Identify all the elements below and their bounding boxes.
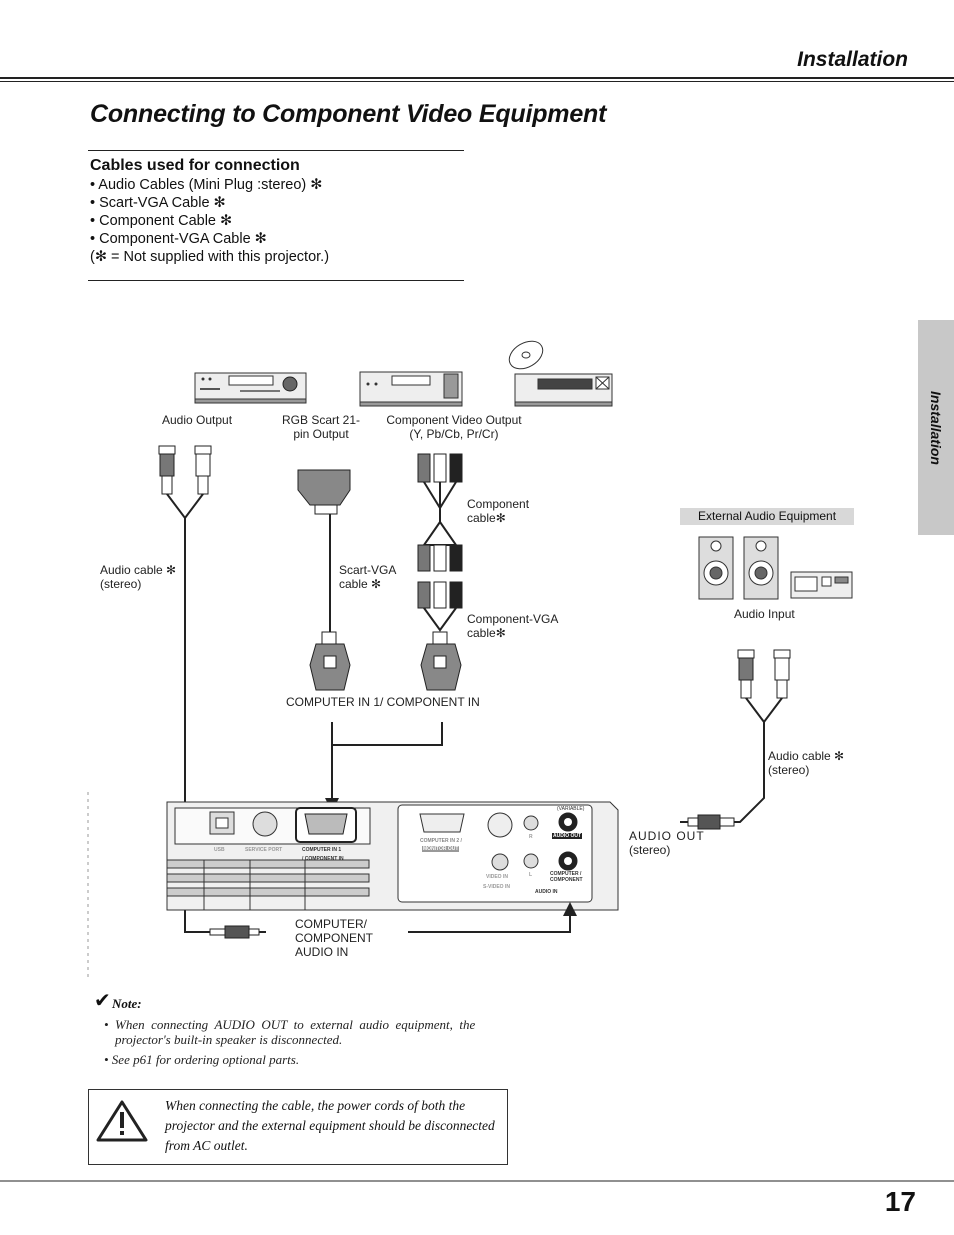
label-audio-cable-left-line1: Audio cable ✻ [100, 563, 177, 577]
label-computer-audio-in-line3: AUDIO IN [295, 945, 349, 959]
panel-computer-in2-label: COMPUTER IN 2 / [420, 838, 462, 844]
warning-triangle-icon [96, 1100, 148, 1142]
component-plugs-bottom-icon [417, 544, 463, 609]
scart-plug-icon [297, 469, 351, 515]
cable-item: • Audio Cables (Mini Plug :stereo) ✻ [90, 177, 323, 193]
label-audio-out-line2: (stereo) [629, 843, 671, 857]
label-component-vga-line2: cable✻ [467, 626, 506, 640]
section-header: Installation [797, 48, 908, 71]
panel-computer-in1-label: COMPUTER IN 1 [302, 847, 342, 853]
label-computer-in: COMPUTER IN 1/ COMPONENT IN [286, 695, 480, 709]
audio-in-arrow-icon [563, 902, 577, 916]
label-scart-vga-line1: Scart-VGA [339, 563, 397, 577]
label-computer-audio-in: COMPUTER/ COMPONENT AUDIO IN [295, 917, 373, 959]
note-bullet-2: • See p61 for ordering optional parts. [104, 1052, 300, 1067]
panel-component-in-label: / COMPONENT IN [302, 856, 344, 862]
panel-video-in-label: VIDEO IN [486, 874, 508, 880]
mini-plug-right-icon [680, 814, 735, 830]
label-rgb-scart-line1: RGB Scart 21- [281, 413, 361, 427]
panel-s-video-in-label: S-VIDEO IN [483, 884, 510, 890]
label-audio-cable-right-line2: (stereo) [768, 763, 810, 777]
component-plugs-top-icon [417, 453, 463, 483]
panel-audio-out-label: AUDIO OUT [552, 833, 583, 839]
panel-audio-in-label: AUDIO IN [535, 889, 558, 895]
panel-usb-label: USB [214, 847, 225, 853]
page-number: 17 [884, 1186, 916, 1217]
panel-l-label: L [529, 872, 533, 878]
label-component-output-line2: (Y, Pb/Cb, Pr/Cr) [409, 427, 499, 441]
label-rgb-scart: RGB Scart 21- pin Output [276, 413, 366, 441]
label-external-audio: External Audio Equipment [680, 508, 854, 525]
panel-r-label: R [529, 834, 533, 840]
panel-monitor-out-label: MONITOR OUT [422, 846, 460, 852]
component-cable-lower-line [422, 521, 458, 546]
warning-text: When connecting the cable, the power cor… [165, 1098, 495, 1153]
vga-plug-left-icon [309, 631, 351, 691]
projector-panel-icon [87, 792, 619, 980]
cable-item: • Component Cable ✻ [90, 213, 233, 229]
note-bullet-1-line2: projector's built-in speaker is disconne… [115, 1032, 343, 1047]
label-component-output: Component Video Output (Y, Pb/Cb, Pr/Cr) [378, 413, 530, 441]
dvd-player-icon [508, 340, 613, 407]
label-rgb-scart-line2: pin Output [293, 427, 349, 441]
audio-in-feed-line [408, 915, 571, 933]
label-component-cable: Component cable✻ [467, 497, 529, 525]
speaker-right-icon [743, 536, 779, 600]
scart-device-icon [359, 371, 463, 407]
audio-cable-right-line [745, 697, 783, 724]
label-audio-input: Audio Input [734, 607, 795, 621]
panel-service-port-label: SERVICE PORT [245, 847, 283, 853]
audio-cable-left-line [166, 493, 204, 520]
page-title: Connecting to Component Video Equipment [90, 100, 607, 128]
note-title: Note: [112, 996, 142, 1011]
label-component-vga-line1: Component-VGA [467, 612, 559, 626]
cable-footnote: (✻ = Not supplied with this projector.) [90, 249, 330, 265]
note-bullet-1-line1: • When connecting AUDIO OUT to external … [104, 1017, 476, 1032]
side-tab: Installation [918, 320, 954, 535]
label-scart-vga-cable: Scart-VGA cable ✻ [339, 563, 396, 591]
cable-item: • Scart-VGA Cable ✻ [90, 195, 226, 211]
label-audio-out-line1: AUDIO OUT [629, 829, 705, 843]
label-computer-audio-in-line1: COMPUTER/ [295, 917, 367, 931]
panel-computer-component-label-2: COMPONENT [550, 877, 583, 883]
amplifier-icon [790, 571, 853, 599]
label-audio-cable-right-line1: Audio cable ✻ [768, 749, 845, 763]
top-rule-thick [0, 77, 954, 79]
cables-heading: Cables used for connection [90, 157, 300, 174]
speaker-left-icon [698, 536, 734, 600]
note-check-icon: ✔ [94, 990, 111, 1012]
label-computer-audio-in-line2: COMPONENT [295, 931, 373, 945]
label-component-vga-cable: Component-VGA cable✻ [467, 612, 558, 640]
component-vga-cable-line [423, 607, 457, 632]
label-component-cable-line2: cable✻ [467, 511, 506, 525]
audio-cable-right-run [720, 722, 765, 823]
label-component-cable-line1: Component [467, 497, 530, 511]
warning-box [88, 1089, 508, 1165]
cables-top-rule [88, 150, 464, 151]
label-scart-vga-line2: cable ✻ [339, 577, 382, 591]
computer-in-join-line [331, 722, 443, 746]
label-component-output-line1: Component Video Output [386, 413, 522, 427]
note-bullet-1: • When connecting AUDIO OUT to external … [104, 1017, 508, 1047]
mini-plug-left-icon [209, 925, 266, 939]
panel-computer-component-label-1: COMPUTER / [550, 871, 582, 877]
label-audio-cable-left: Audio cable ✻ (stereo) [100, 563, 176, 591]
label-audio-cable-left-line2: (stereo) [100, 577, 142, 591]
vga-plug-right-icon [420, 631, 462, 691]
label-audio-cable-right: Audio cable ✻ (stereo) [768, 749, 844, 777]
audio-plugs-left-icon [158, 445, 212, 495]
cable-list: • Audio Cables (Mini Plug :stereo) ✻ • S… [90, 176, 329, 266]
audio-plugs-right-icon [737, 649, 791, 699]
cable-item: • Component-VGA Cable ✻ [90, 231, 267, 247]
panel-variable-label: (VARIABLE) [557, 806, 585, 812]
cables-bottom-rule [88, 280, 464, 281]
label-audio-output: Audio Output [162, 413, 233, 427]
top-rule-thin [0, 81, 954, 82]
audio-output-device-icon [194, 372, 307, 404]
label-audio-out: AUDIO OUT (stereo) [629, 829, 705, 857]
